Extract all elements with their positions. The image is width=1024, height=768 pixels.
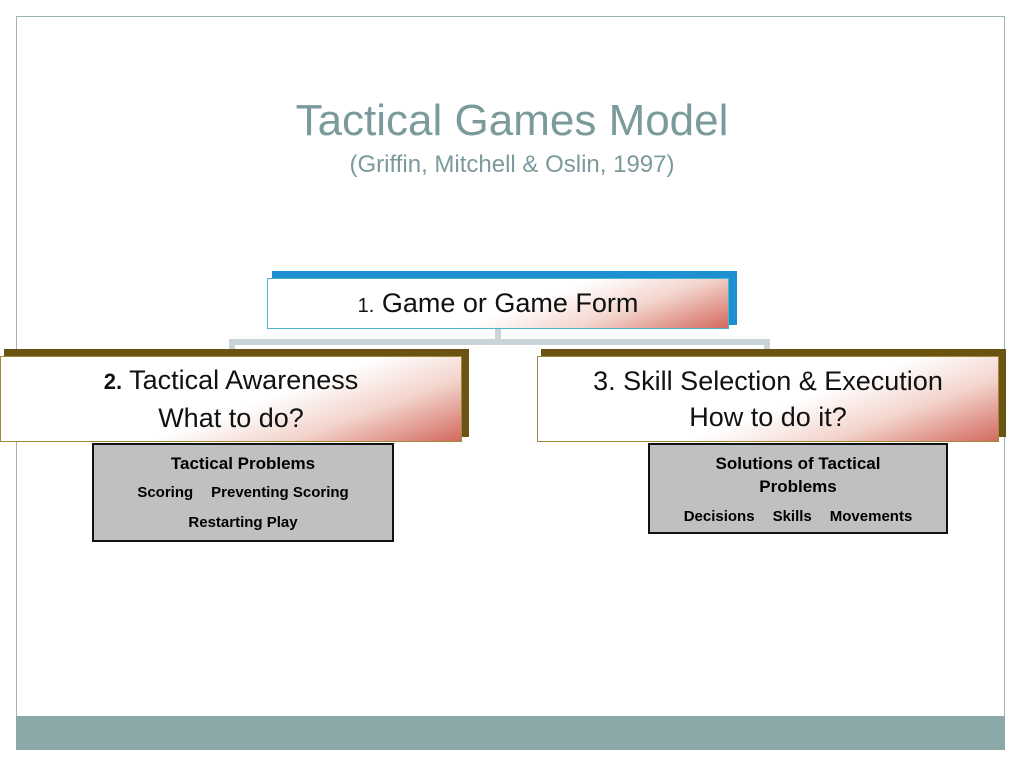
node-skill-selection-line1: 3. Skill Selection & Execution	[593, 366, 943, 396]
connector-top-to-children	[229, 339, 770, 349]
node-game-form: 1. Game or Game Form	[267, 278, 729, 329]
node-tactical-awareness-line1: 2. Tactical Awareness	[104, 362, 359, 400]
tactical-problems-row1: Scoring Preventing Scoring	[94, 483, 392, 503]
solutions-heading: Solutions of Tactical Problems	[715, 454, 881, 496]
item-preventing-scoring: Preventing Scoring	[211, 484, 349, 501]
tactical-problems-box: Tactical Problems Scoring Preventing Scor…	[92, 443, 394, 542]
item-restarting-play: Restarting Play	[188, 514, 298, 531]
item-scoring: Scoring	[137, 484, 194, 501]
tactical-problems-heading: Tactical Problems	[170, 454, 316, 473]
solutions-box: Solutions of Tactical Problems Decisions…	[648, 443, 948, 534]
item-decisions: Decisions	[683, 508, 755, 525]
item-movements: Movements	[829, 508, 913, 525]
slide-title: Tactical Games Model	[295, 96, 729, 145]
slide-subtitle: (Griffin, Mitchell & Oslin, 1997)	[349, 151, 675, 178]
solutions-row1: Decisions Skills Movements	[650, 507, 946, 527]
node-skill-selection: 3. Skill Selection & Execution How to do…	[537, 356, 999, 442]
node-tactical-awareness-line2: What to do?	[158, 403, 304, 433]
footer-bar	[16, 716, 1005, 750]
item-skills: Skills	[772, 508, 812, 525]
node-skill-selection-line2: How to do it?	[689, 402, 847, 432]
node-tactical-awareness-title: Tactical Awareness	[129, 365, 359, 395]
node-tactical-awareness-number: 2.	[103, 369, 123, 394]
tactical-problems-row2: Restarting Play	[94, 513, 392, 533]
node-game-form-label: 1. Game or Game Form	[358, 288, 639, 319]
node-tactical-awareness: 2. Tactical Awareness What to do?	[0, 356, 462, 442]
node-game-form-number: 1.	[357, 295, 375, 317]
node-game-form-text: Game or Game Form	[381, 288, 639, 318]
